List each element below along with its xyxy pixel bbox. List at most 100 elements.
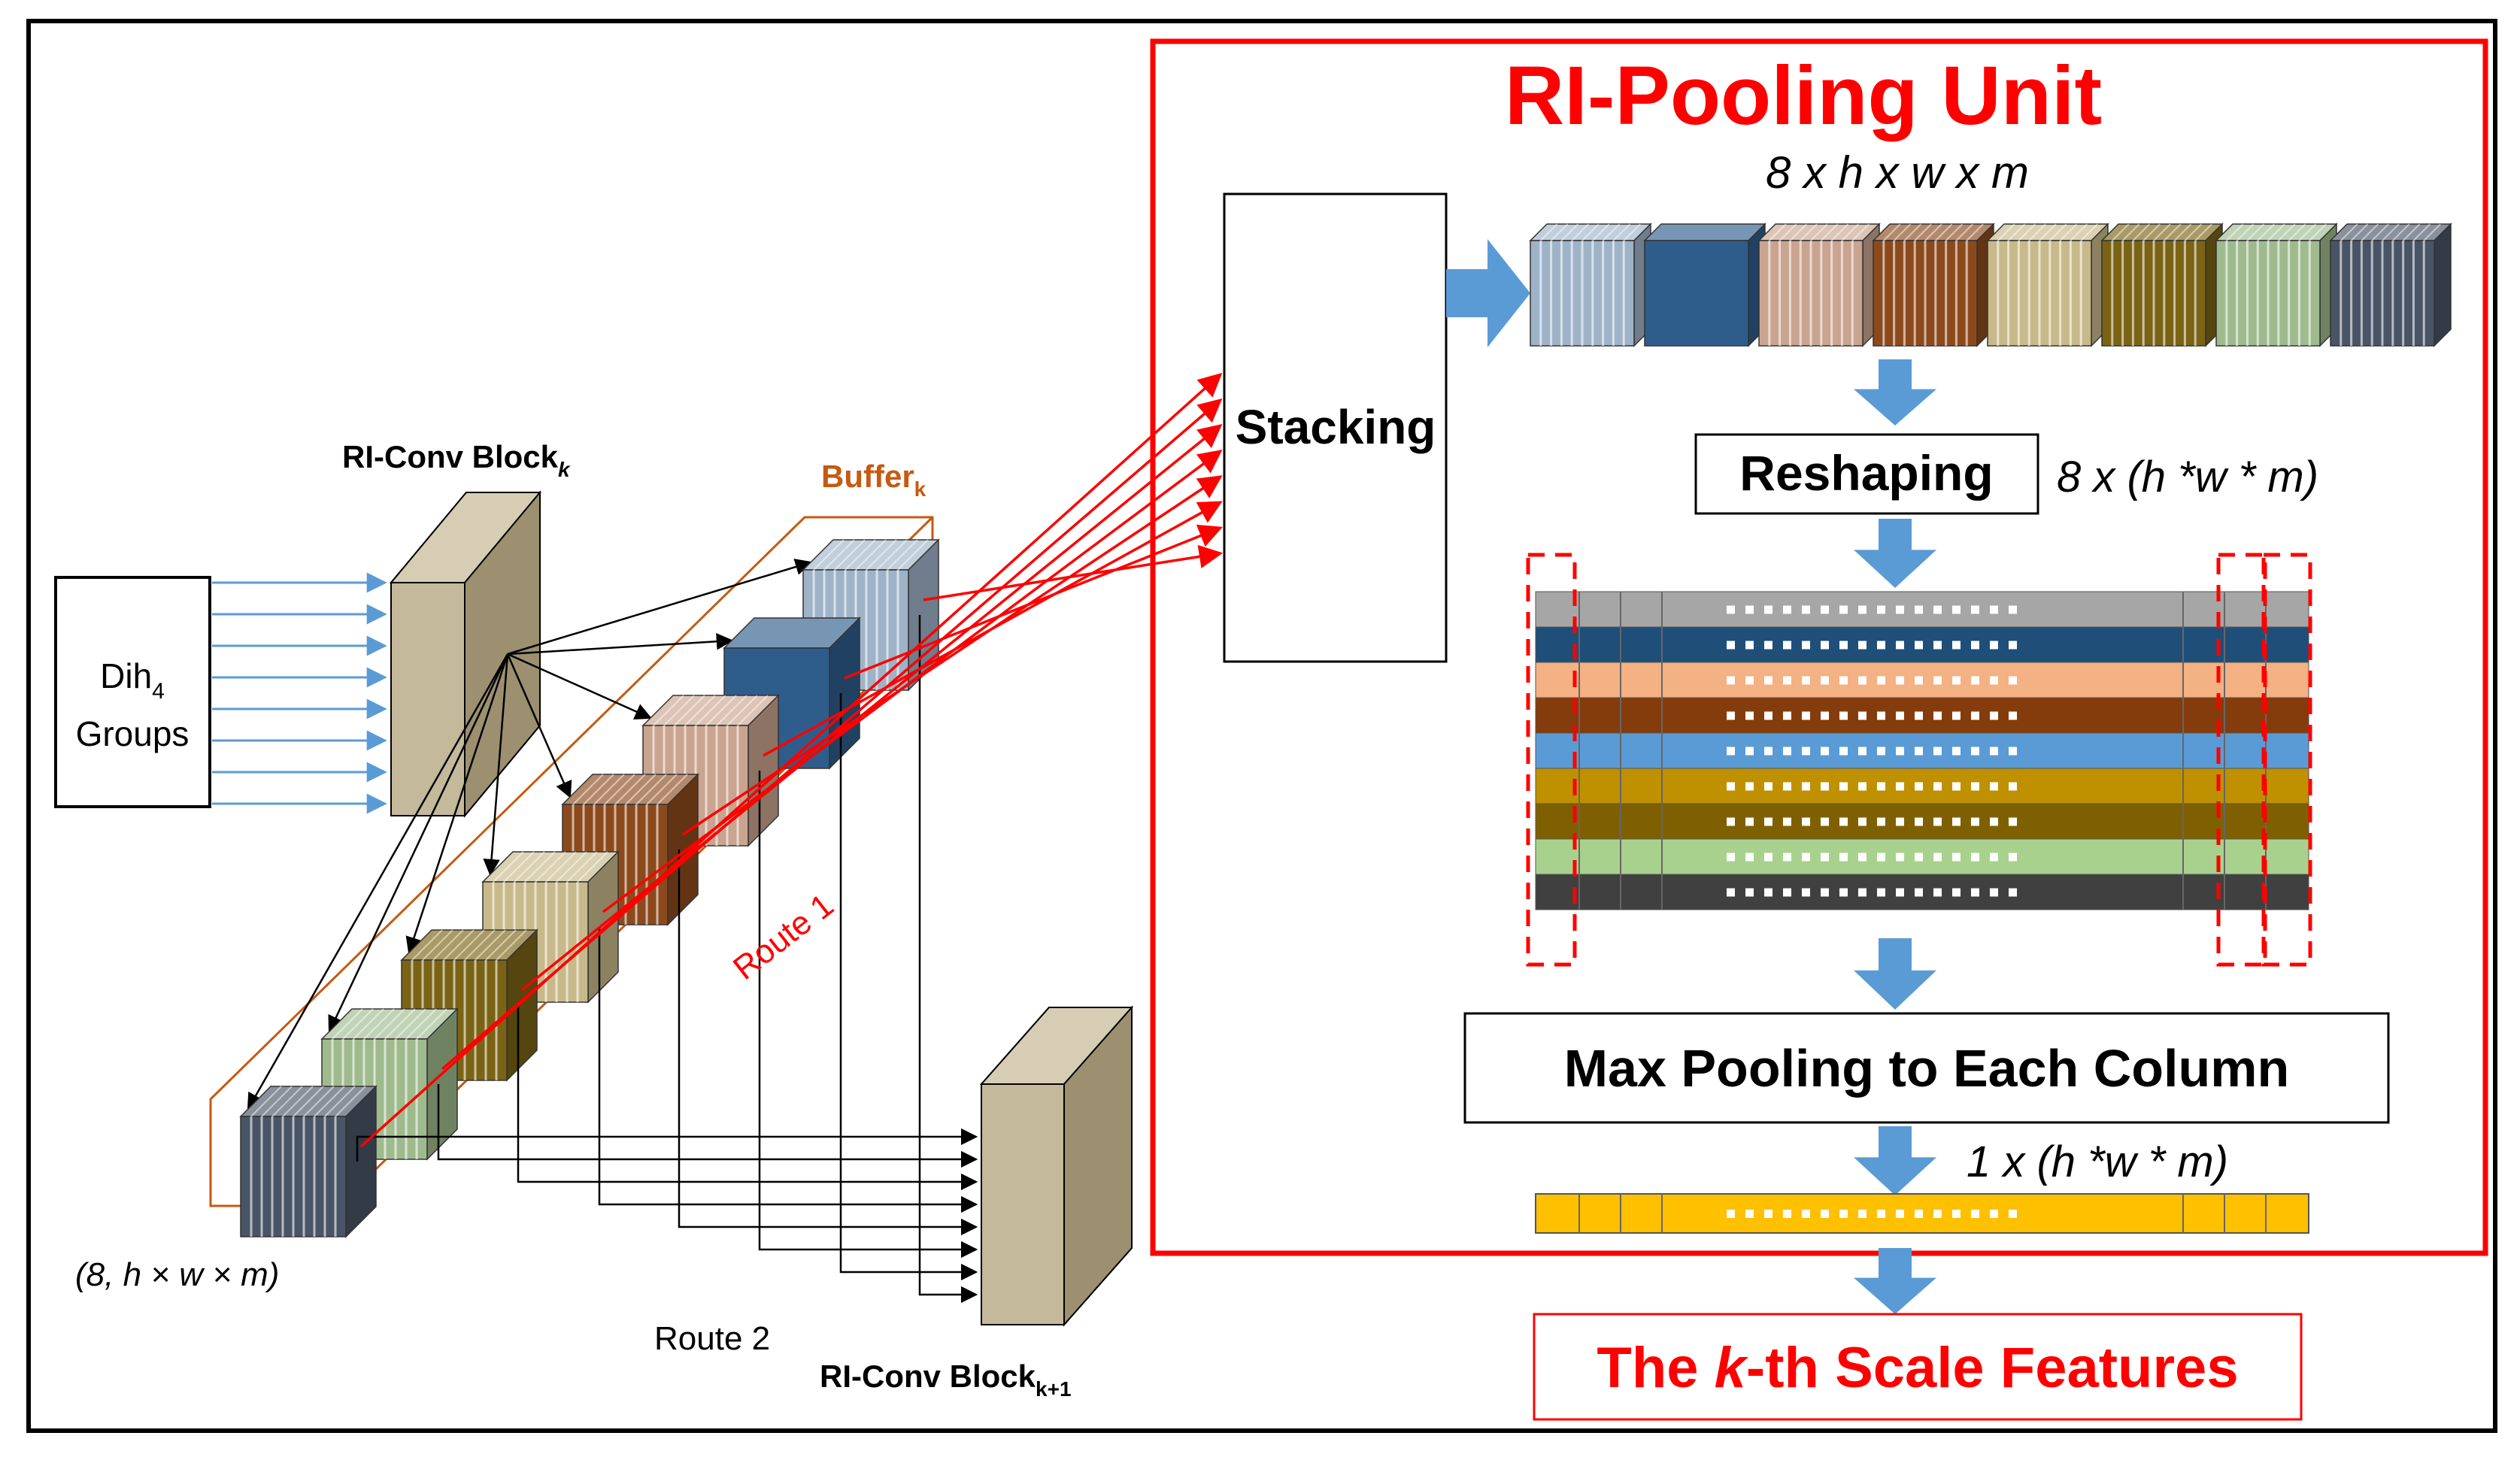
cube-stripe-top	[2007, 223, 2026, 241]
matrix-dot	[1877, 888, 1885, 897]
cube-stripe-top	[503, 851, 535, 883]
cube-stripe-top	[2153, 223, 2171, 241]
cube-stripe-top	[2164, 223, 2182, 241]
matrix-dot	[1802, 676, 1810, 685]
cube-stripe-top	[324, 1086, 356, 1117]
cube-stripe-top	[2298, 223, 2317, 241]
cube-stripe-top	[2194, 223, 2212, 241]
stacked-cube	[1986, 223, 2109, 347]
matrix-dot	[1802, 641, 1810, 650]
cube-stripe-top	[2412, 223, 2431, 241]
matrix-dot	[1933, 605, 1942, 614]
matrix-dot	[1915, 747, 1923, 756]
matrix-dot	[1915, 676, 1923, 685]
cube-stripe-top	[250, 1086, 282, 1117]
matrix-dot	[1952, 817, 1961, 826]
matrix-dot	[1727, 676, 1735, 685]
cube-stripe-top	[593, 774, 625, 805]
pooled-dot	[2009, 1210, 2017, 1218]
cube-stripe-top	[2382, 223, 2400, 241]
cube-stripe-top	[845, 539, 876, 571]
matrix-dot	[1821, 747, 1829, 756]
matrix-dot	[2009, 888, 2017, 897]
down-arrow	[1854, 1126, 1936, 1195]
cube-stripe-top	[422, 929, 453, 961]
matrix-dot	[1915, 817, 1923, 826]
cube-stripe-top	[2132, 223, 2151, 241]
reshaping-label: Reshaping	[1739, 445, 1993, 501]
route-2-line	[437, 1084, 978, 1168]
matrix-dot	[1745, 747, 1754, 756]
matrix-dot	[2009, 782, 2017, 791]
cube-stripe-top	[705, 695, 737, 726]
cube-stripe-top	[405, 1008, 437, 1040]
matrix-dot	[1745, 817, 1754, 826]
matrix-dot	[1933, 853, 1942, 862]
cube-stripe-top	[475, 929, 506, 961]
cube-stripe-top	[1945, 223, 1964, 241]
left-section: Dih4 Groups RI-Conv Blockk Bufferk (8, h…	[54, 372, 1224, 1401]
cube-stripe-top	[384, 1008, 416, 1040]
cube-side	[2434, 223, 2452, 347]
cube-stripe-top	[1581, 223, 1600, 241]
matrix-dot	[1839, 641, 1848, 650]
cube-stripe-top	[2267, 223, 2285, 241]
matrix-dot	[1727, 711, 1735, 720]
cube-stripe-top	[897, 539, 929, 571]
fan-arrow	[507, 632, 734, 656]
stacked-cube	[1757, 223, 1881, 347]
cube-stripe-top	[453, 929, 485, 961]
matrix-dot	[1783, 782, 1791, 791]
matrix-dot	[1821, 853, 1829, 862]
fan-arrow	[405, 653, 509, 955]
output-label: The k-th Scale Features	[1597, 1336, 2238, 1400]
stacked-cube	[2100, 223, 2224, 347]
matrix-dot	[1821, 782, 1829, 791]
matrix-dot	[2009, 605, 2017, 614]
shape-label: (8, h × w × m)	[75, 1256, 279, 1293]
matrix-dot	[1839, 853, 1848, 862]
conv-block-k1-label: RI-Conv Blockk+1	[820, 1359, 1072, 1401]
matrix-dot	[1858, 817, 1866, 826]
route-1-line	[682, 475, 1223, 836]
stack-dim-label: 8 x h x w x m	[1766, 147, 2029, 198]
cube-stripe-top	[2371, 223, 2389, 241]
cube-stripe-top	[2392, 223, 2410, 241]
cube-stripe-top	[524, 851, 556, 883]
cube-stripe-top	[674, 695, 705, 726]
matrix-dot	[1764, 605, 1772, 614]
matrix-dot	[1802, 711, 1810, 720]
cube-stripe-top	[2121, 223, 2140, 241]
matrix-dot	[1764, 817, 1772, 826]
matrix-dot	[1915, 605, 1923, 614]
maxpool-label: Max Pooling to Each Column	[1564, 1039, 2289, 1098]
matrix-dot	[1727, 782, 1735, 791]
stacked-cube	[2215, 223, 2338, 347]
stacking-label: Stacking	[1236, 400, 1436, 454]
route-1-line	[359, 372, 1223, 1148]
matrix-dot	[1990, 782, 1998, 791]
fan-arrow	[507, 653, 653, 719]
route-2-line	[758, 771, 978, 1259]
matrix-dot	[1727, 605, 1735, 614]
matrix-dot	[1858, 711, 1866, 720]
cube-stripe-top	[485, 929, 517, 961]
stacking-box	[1223, 192, 1448, 663]
cube-stripe-top	[866, 539, 897, 571]
matrix-dot	[1764, 711, 1772, 720]
matrix-dot	[1971, 817, 1979, 826]
matrix-dot	[1952, 888, 1961, 897]
route-1-line	[602, 450, 1223, 913]
matrix-dot	[1839, 888, 1848, 897]
matrix-dot	[1858, 747, 1866, 756]
cube-stripe-top	[2350, 223, 2369, 241]
pooling-unit-frame	[1150, 38, 2488, 1256]
cube-stripe-top	[572, 774, 604, 805]
route-2-line	[918, 615, 978, 1304]
cube-stripe-top	[726, 695, 758, 726]
matrix-dot	[2009, 676, 2017, 685]
matrix-dot	[1839, 676, 1848, 685]
matrix-dot	[1952, 711, 1961, 720]
matrix-dot	[1783, 817, 1791, 826]
matrix-dot	[1971, 782, 1979, 791]
